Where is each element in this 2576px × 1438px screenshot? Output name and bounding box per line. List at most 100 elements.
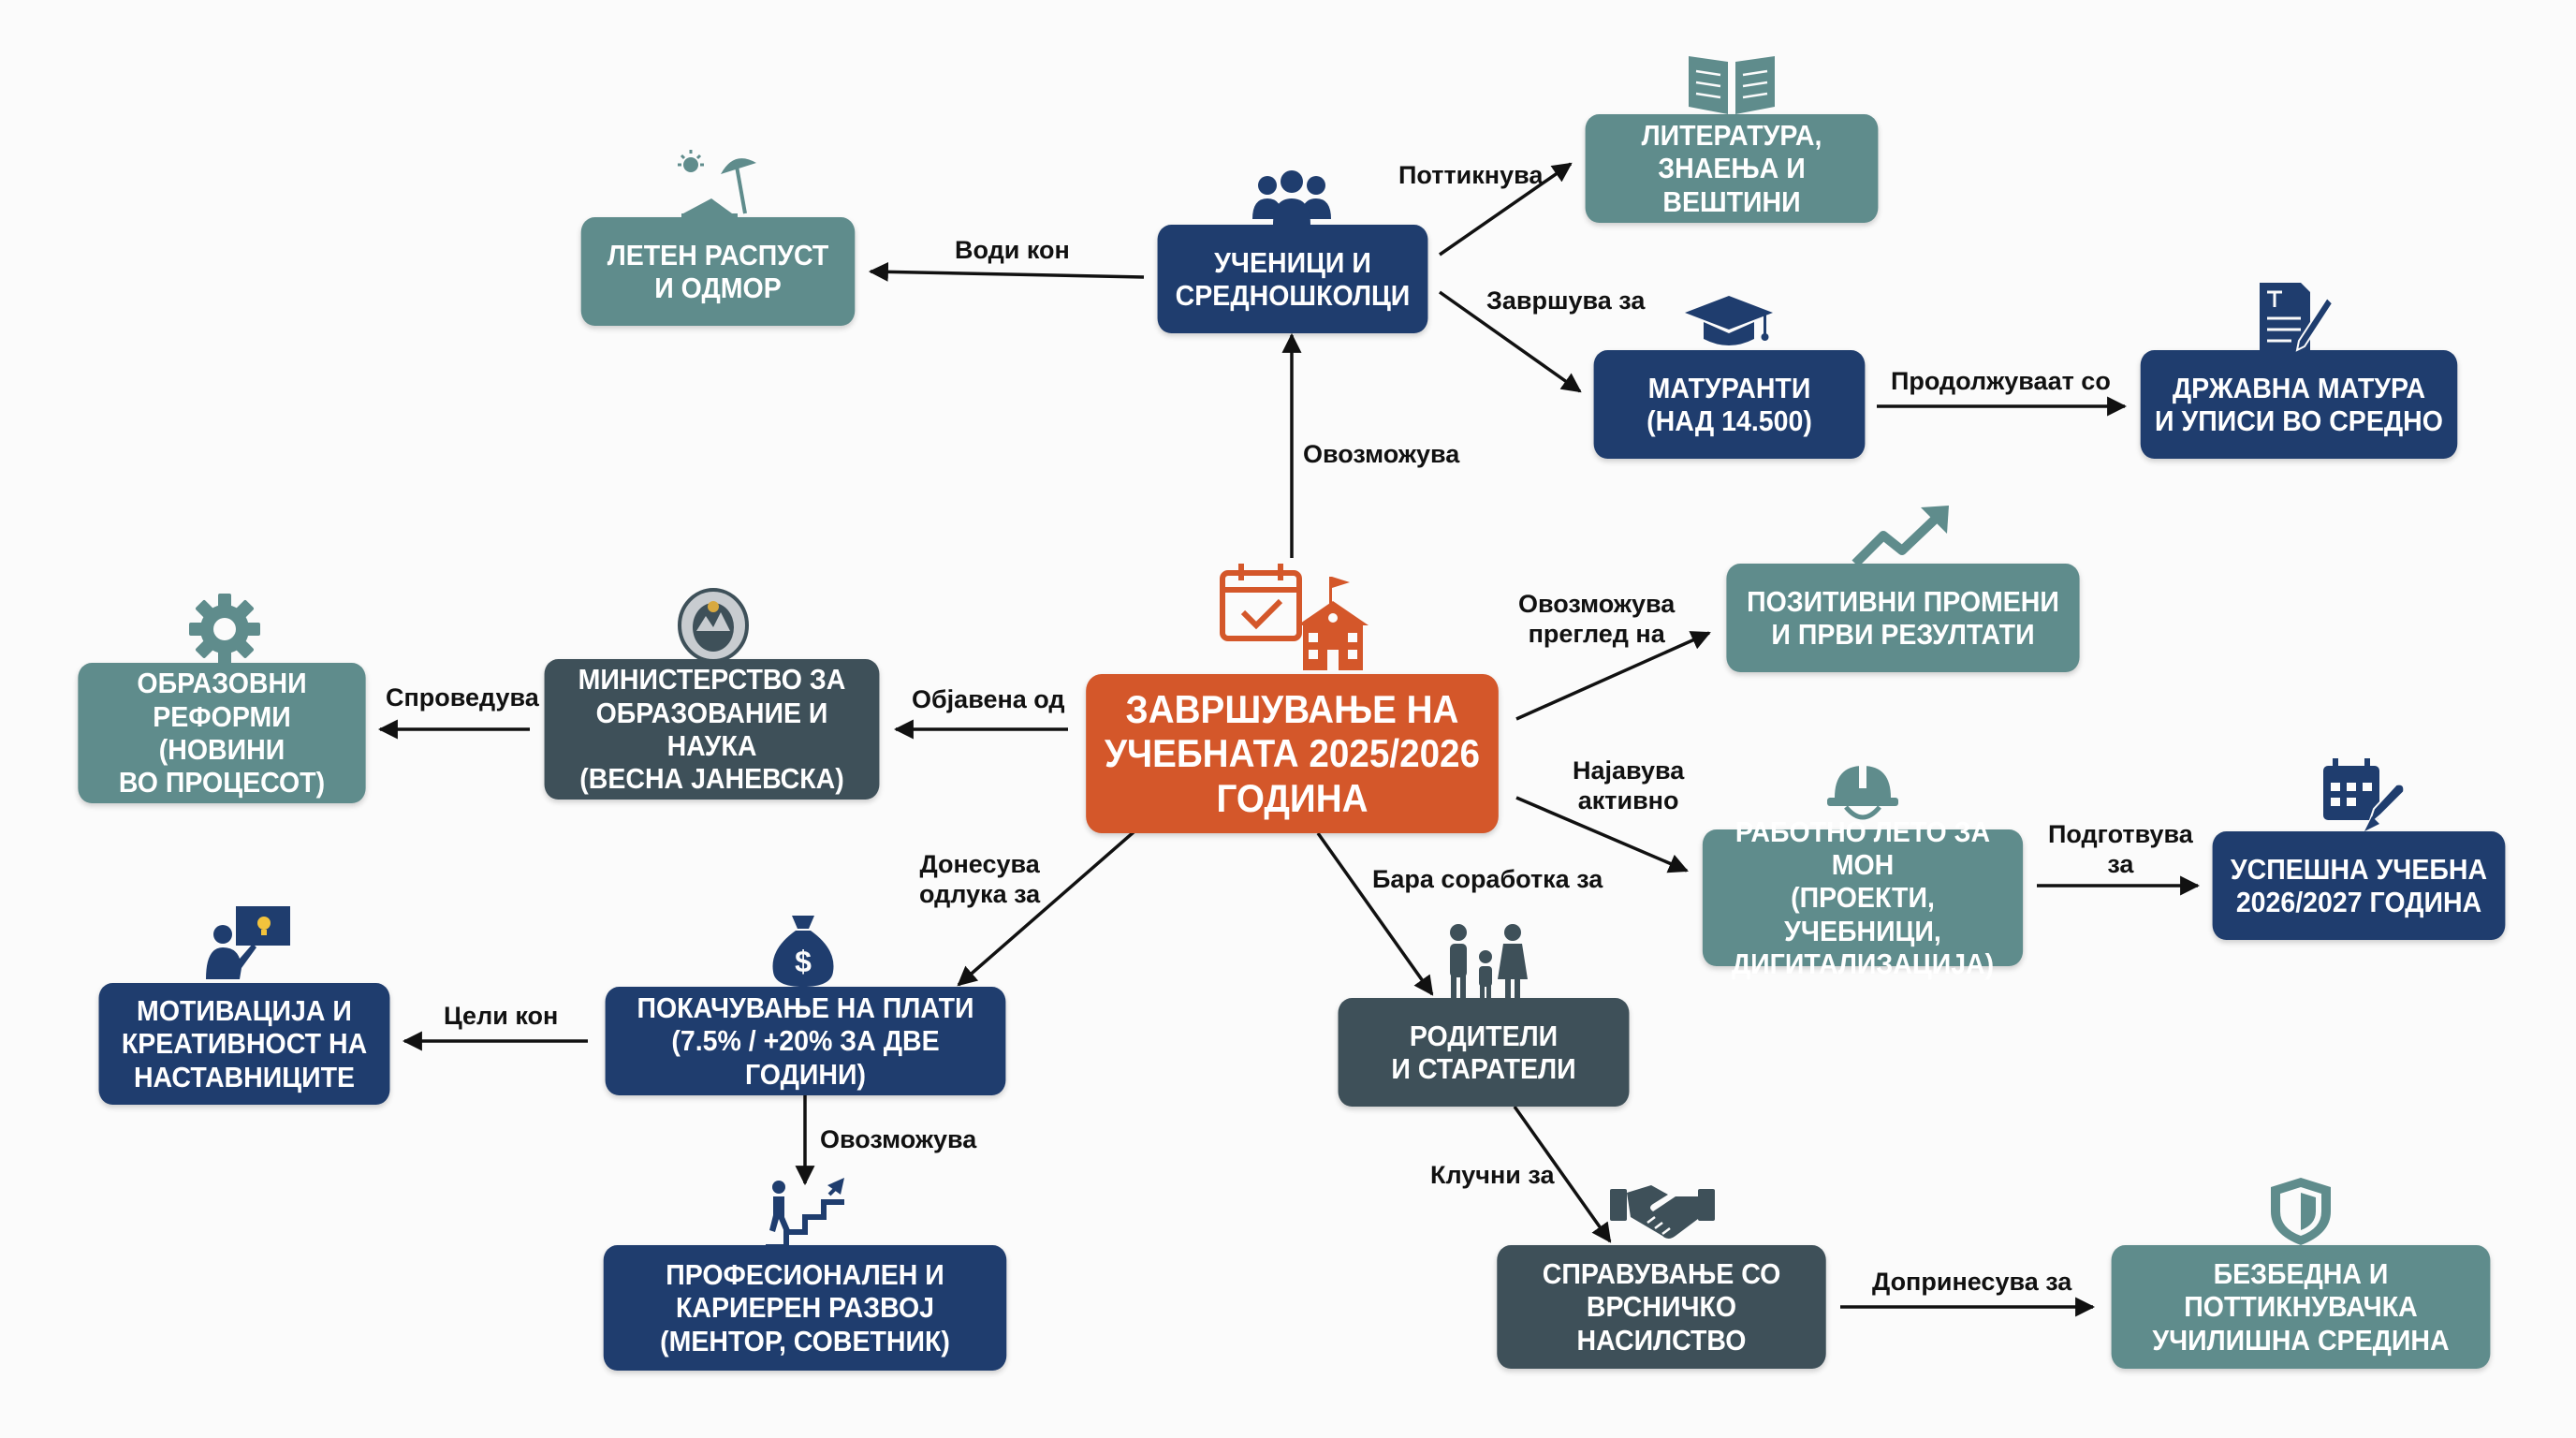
node-ministerstvo-line-1: МИНИСТЕРСТВО ЗА [578,663,846,697]
node-pozitivni-line-2: И ПРВИ РЕЗУЛТАТИ [1771,618,2035,651]
node-leten-line-2: И ОДМОР [654,271,782,304]
node-pozitivni-line-1: ПОЗИТИВНИ ПРОМЕНИ [1747,584,2059,618]
family-icon [1450,924,1528,1004]
node-rabotno-line-3: ДИГИТАЛИЗАЦИЈА) [1731,947,1995,980]
edge-label-donesuva-line-2: одлука за [919,879,1041,908]
edge-label-prodolzuvaat-so: Продолжуваат со [1891,367,2111,397]
edge-label-ovozmozuva-pregled-line-2: преглед на [1528,619,1665,648]
edge-label-klucni-za-text: Клучни за [1430,1161,1555,1189]
central-line-2: УЧЕБНАТА 2025/2026 [1104,731,1481,776]
people-icon [1252,170,1331,225]
node-drzavna-line-1: ДРЖАВНА МАТУРА [2172,371,2426,404]
edge-central-roditeli [1316,831,1434,996]
shield-icon [2271,1178,2331,1245]
edge-label-ovozmozuva-down-text: Овозможува [820,1125,977,1153]
node-motivacija-line-1: МОТИВАЦИЈА И [137,994,352,1027]
edge-label-bara-text: Бара соработка за [1372,865,1603,893]
handshake-icon [1610,1185,1715,1239]
node-motivacija-line-2: КРЕАТИВНОСТ НА [121,1027,368,1061]
exam-paper-icon [2260,283,2334,354]
node-reformi-line-1: ОБРАЗОВНИ [137,667,307,700]
edge-label-podgotvuva-line-1: Подготвува [2048,820,2193,848]
node-sprav-line-2: ВРСНИЧКО [1586,1290,1737,1324]
career-stairs-icon [766,1178,844,1249]
node-ucenici-line-1: УЧЕНИЦИ И [1214,245,1371,279]
node-profesionalen-line-2: КАРИЕРЕН РАЗВОЈ [675,1291,935,1325]
edge-label-klucni-za: Клучни за [1430,1161,1554,1191]
node-literatura-line-2: ЗНАЕЊА И ВЕШТИНИ [1658,152,1806,218]
edge-label-vodi-kon-text: Води кон [955,236,1070,264]
node-roditeli-line-1: РОДИТЕЛИ [1409,1019,1559,1052]
edge-label-objavena-od: Објавена од [912,685,1065,715]
node-motivacija-line-3: НАСТАВНИЦИТЕ [133,1060,356,1093]
node-rabotno-line-1: РАБОТНО ЛЕТО ЗА МОН [1734,814,1991,882]
node-roditeli-line-2: И СТАРАТЕЛИ [1391,1052,1576,1085]
node-uspesna-line-1: УСПЕШНА УЧЕБНА [2230,852,2488,886]
edge-label-celi-kon: Цели кон [444,1002,558,1032]
node-bezbedna-line-3: УЧИЛИШНА СРЕДИНА [2152,1323,2450,1357]
node-maturanti: МАТУРАНТИ(НАД 14.500) [1593,350,1866,459]
node-ucenici-line-2: СРЕДНОШКОЛЦИ [1175,279,1411,312]
edge-label-prodolzuvaat-so-text: Продолжуваат со [1891,367,2111,395]
edge-label-celi-kon-text: Цели кон [444,1002,559,1030]
node-bezbedna-line-2: ПОТТИКНУВАЧКА [2184,1290,2418,1324]
node-leten-line-1: ЛЕТЕН РАСПУСТ [607,238,829,271]
node-bezbedna-line-1: БЕЗБЕДНА И [2213,1257,2389,1290]
node-ministerstvo-line-3: (ВЕСНА ЈАНЕВСКА) [579,762,844,796]
edge-label-pottiknuva: Поттикнува [1398,161,1543,191]
beach-umbrella-icon [678,150,756,217]
graduation-cap-icon [1685,296,1773,345]
node-uspesna-line-2: 2026/2027 ГОДИНА [2235,886,2482,918]
node-rabotno-line-2: (ПРОЕКТИ, УЧЕБНИЦИ, [1784,881,1941,947]
node-maturanti-line-2: (НАД 14.500) [1647,404,1812,437]
svg-text:$: $ [795,945,812,978]
coat-of-arms-icon [678,588,749,663]
edge-label-ovozmozuva-up: Овозможува [1303,440,1459,470]
edge-label-sproveduva-text: Спроведува [386,683,539,712]
node-plati-line-2: (7.5% / +20% ЗА ДВЕ ГОДИНИ) [671,1024,940,1091]
node-ministerstvo-line-2: ОБРАЗОВАНИЕ И НАУКА [595,696,828,762]
node-sprav-line-3: НАСИЛСТВО [1576,1323,1747,1357]
node-plati: ПОКАЧУВАЊЕ НА ПЛАТИ(7.5% / +20% ЗА ДВЕ Г… [605,987,1006,1095]
node-reformi-line-2: РЕФОРМИ (НОВИНИ [153,699,291,766]
edge-label-podgotvuva-line-2: за [2107,849,2134,878]
edge-label-bara: Бара соработка за [1372,865,1603,895]
node-plati-line-1: ПОКАЧУВАЊЕ НА ПЛАТИ [637,991,974,1025]
edge-label-najavuva-line-2: активно [1577,785,1679,814]
edge-label-pottiknuva-text: Поттикнува [1398,161,1544,189]
calendar-school-icon [1220,564,1368,670]
central-line-3: ГОДИНА [1216,775,1368,820]
edge-roditeli-sprav [1513,1105,1612,1243]
edge-label-doprinesuva-text: Допринесува за [1872,1268,2072,1296]
edge-central-rabotno [1515,796,1689,873]
edge-label-donesuva-line-1: Донесува [919,850,1040,878]
node-literatura: ЛИТЕРАТУРА,ЗНАЕЊА И ВЕШТИНИ [1585,114,1879,223]
open-book-icon [1689,56,1775,114]
edge-label-ovozmozuva-down: Овозможува [820,1125,976,1155]
money-bag-icon: $ [772,916,834,987]
edge-label-objavena-od-text: Објавена од [912,685,1065,713]
edge-ucenici-literatura [1439,162,1573,257]
edge-ucenici-maturanti [1438,290,1582,393]
hard-hat-icon [1827,764,1898,820]
edge-central-pozitivni [1515,631,1711,721]
node-literatura-line-1: ЛИТЕРАТУРА, [1641,119,1822,153]
edge-label-doprinesuva: Допринесува за [1872,1268,2071,1298]
